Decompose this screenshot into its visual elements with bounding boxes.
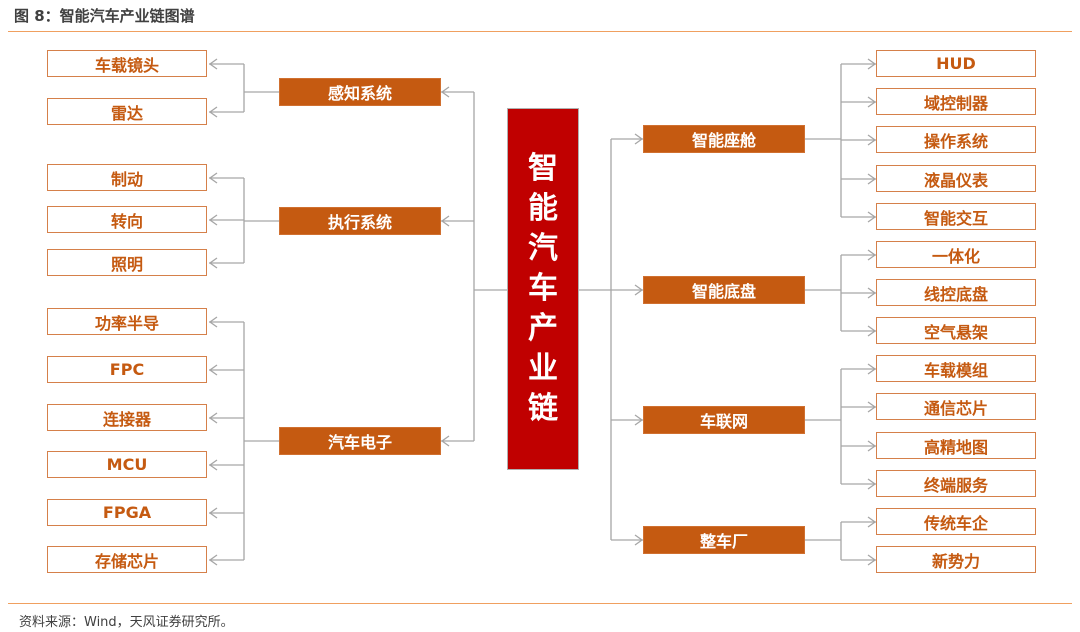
center-char: 业: [528, 351, 558, 386]
leaf-node: MCU: [47, 451, 207, 478]
center-node: 智能汽车产业链: [507, 108, 579, 470]
arrow-icon: [208, 257, 218, 269]
leaf-node: HUD: [876, 50, 1036, 77]
branch-node: 车联网: [643, 406, 805, 434]
leaf-node: 存储芯片: [47, 546, 207, 573]
arrow-icon: [867, 173, 877, 185]
center-char: 能: [528, 191, 558, 226]
leaf-node: 雷达: [47, 98, 207, 125]
leaf-node: 一体化: [876, 241, 1036, 268]
arrow-icon: [867, 478, 877, 490]
arrow-icon: [208, 316, 218, 328]
branch-node: 智能底盘: [643, 276, 805, 304]
arrow-icon: [208, 459, 218, 471]
leaf-node: 转向: [47, 206, 207, 233]
leaf-node: 域控制器: [876, 88, 1036, 115]
center-char: 产: [528, 311, 558, 346]
arrow-icon: [634, 534, 644, 546]
leaf-node: 通信芯片: [876, 393, 1036, 420]
arrow-icon: [208, 172, 218, 184]
leaf-node: 空气悬架: [876, 317, 1036, 344]
arrow-icon: [440, 86, 450, 98]
arrow-icon: [208, 58, 218, 70]
figure-title: 图 8：智能汽车产业链图谱: [14, 7, 195, 25]
arrow-icon: [867, 96, 877, 108]
branch-node: 整车厂: [643, 526, 805, 554]
leaf-node: 液晶仪表: [876, 165, 1036, 192]
arrow-icon: [867, 249, 877, 261]
bottom-rule: [8, 603, 1072, 604]
leaf-node: 照明: [47, 249, 207, 276]
arrow-icon: [867, 287, 877, 299]
arrow-icon: [208, 412, 218, 424]
branch-node: 智能座舱: [643, 125, 805, 153]
leaf-node: 车载镜头: [47, 50, 207, 77]
arrow-icon: [634, 133, 644, 145]
branch-node: 执行系统: [279, 207, 441, 235]
leaf-node: 功率半导: [47, 308, 207, 335]
source-note: 资料来源：Wind，天风证券研究所。: [19, 615, 234, 630]
center-char: 智: [528, 151, 558, 186]
arrow-icon: [867, 211, 877, 223]
center-char: 车: [528, 271, 558, 306]
arrow-icon: [867, 134, 877, 146]
branch-node: 汽车电子: [279, 427, 441, 455]
arrow-icon: [867, 325, 877, 337]
arrow-icon: [208, 507, 218, 519]
arrow-icon: [440, 435, 450, 447]
leaf-node: FPC: [47, 356, 207, 383]
arrow-icon: [208, 554, 218, 566]
branch-node: 感知系统: [279, 78, 441, 106]
arrow-icon: [634, 284, 644, 296]
arrow-icon: [867, 363, 877, 375]
arrow-icon: [867, 516, 877, 528]
leaf-node: 连接器: [47, 404, 207, 431]
leaf-node: FPGA: [47, 499, 207, 526]
leaf-node: 操作系统: [876, 126, 1036, 153]
arrow-icon: [208, 364, 218, 376]
center-char: 汽: [528, 231, 558, 266]
arrow-icon: [867, 440, 877, 452]
top-rule: [8, 31, 1072, 32]
leaf-node: 高精地图: [876, 432, 1036, 459]
arrow-icon: [867, 58, 877, 70]
leaf-node: 新势力: [876, 546, 1036, 573]
leaf-node: 传统车企: [876, 508, 1036, 535]
arrow-icon: [867, 401, 877, 413]
leaf-node: 制动: [47, 164, 207, 191]
arrow-icon: [867, 554, 877, 566]
leaf-node: 线控底盘: [876, 279, 1036, 306]
center-char: 链: [528, 391, 558, 426]
arrow-icon: [208, 214, 218, 226]
leaf-node: 终端服务: [876, 470, 1036, 497]
arrow-icon: [440, 215, 450, 227]
arrow-icon: [208, 106, 218, 118]
arrow-icon: [634, 414, 644, 426]
leaf-node: 车载模组: [876, 355, 1036, 382]
leaf-node: 智能交互: [876, 203, 1036, 230]
